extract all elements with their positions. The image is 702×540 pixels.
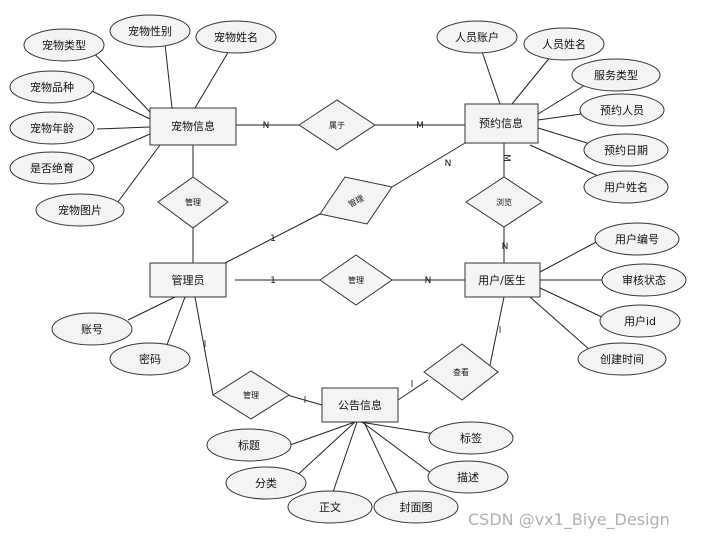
attr-notice-category: 分类 xyxy=(225,466,307,500)
cardinality-labels: N M N 1 M N 1 N l l l l xyxy=(204,121,511,406)
svg-text:审核状态: 审核状态 xyxy=(622,273,666,287)
relation-manage-booking: 管理 xyxy=(319,176,393,225)
attr-booking-account: 人员账户 xyxy=(436,20,518,54)
svg-text:管理员: 管理员 xyxy=(172,273,205,287)
attr-notice-desc: 描述 xyxy=(427,460,509,494)
card-admin-user-n: N xyxy=(425,276,432,286)
attr-pet-image: 宠物图片 xyxy=(35,193,125,227)
svg-text:公告信息: 公告信息 xyxy=(338,398,382,412)
card-booking-view: M xyxy=(501,154,511,162)
card-admin-notice-b: l xyxy=(304,396,307,406)
svg-text:人员账户: 人员账户 xyxy=(455,30,499,44)
attr-notice-tag: 标签 xyxy=(428,421,514,455)
svg-text:宠物姓名: 宠物姓名 xyxy=(214,30,258,44)
attr-pet-gender: 宠物性别 xyxy=(109,14,191,48)
card-belongs-booking: M xyxy=(416,121,424,131)
svg-text:用户id: 用户id xyxy=(624,314,656,328)
svg-text:预约信息: 预约信息 xyxy=(479,116,523,130)
svg-text:宠物性别: 宠物性别 xyxy=(128,24,172,38)
attr-admin-account: 账号 xyxy=(51,312,133,346)
relation-belongs: 属于 xyxy=(298,99,376,151)
svg-text:宠物品种: 宠物品种 xyxy=(30,80,74,94)
card-view-user: N xyxy=(502,242,509,252)
svg-text:正文: 正文 xyxy=(319,500,341,514)
svg-text:账号: 账号 xyxy=(81,323,103,336)
attr-user-created: 创建时间 xyxy=(577,342,667,376)
svg-text:分类: 分类 xyxy=(255,476,277,490)
attr-booking-date: 预约日期 xyxy=(583,133,669,167)
card-notice-user-b: l xyxy=(499,326,502,336)
attr-pet-breed: 宠物品种 xyxy=(9,70,95,104)
attr-user-id: 用户id xyxy=(599,304,681,338)
svg-text:属于: 属于 xyxy=(329,121,345,130)
svg-text:密码: 密码 xyxy=(139,352,161,366)
svg-text:标签: 标签 xyxy=(460,431,482,445)
svg-text:查看: 查看 xyxy=(453,367,469,377)
attr-pet-type: 宠物类型 xyxy=(23,28,105,62)
svg-text:封面图: 封面图 xyxy=(400,500,433,514)
card-booking-admin-n: N xyxy=(445,159,452,169)
entity-pet: 宠物信息 xyxy=(149,107,237,146)
attr-booking-staff-name: 人员姓名 xyxy=(523,27,605,61)
relation-manage-notice: 管理 xyxy=(212,370,290,420)
attr-pet-name: 宠物姓名 xyxy=(195,20,277,54)
card-notice-user-a: l xyxy=(411,380,414,390)
svg-text:描述: 描述 xyxy=(457,470,479,484)
relation-manage-user: 管理 xyxy=(319,254,393,306)
svg-text:管理: 管理 xyxy=(243,390,259,400)
svg-text:管理: 管理 xyxy=(185,197,201,207)
svg-text:宠物信息: 宠物信息 xyxy=(171,119,215,133)
svg-text:服务类型: 服务类型 xyxy=(594,68,638,82)
svg-text:用户姓名: 用户姓名 xyxy=(604,180,648,194)
svg-text:预约日期: 预约日期 xyxy=(604,144,648,157)
svg-text:用户/医生: 用户/医生 xyxy=(478,273,526,287)
relation-manage-pet: 管理 xyxy=(157,176,229,229)
attr-notice-body: 正文 xyxy=(287,490,373,524)
relation-check: 查看 xyxy=(423,343,499,401)
svg-text:宠物年龄: 宠物年龄 xyxy=(30,121,74,135)
attr-pet-age: 宠物年龄 xyxy=(9,111,95,145)
svg-text:管理: 管理 xyxy=(348,275,364,285)
entity-user: 用户/医生 xyxy=(464,262,541,298)
attr-admin-password: 密码 xyxy=(109,342,191,376)
attr-booking-person: 预约人员 xyxy=(579,93,665,127)
attr-user-number: 用户编号 xyxy=(594,222,680,256)
svg-text:浏览: 浏览 xyxy=(496,197,512,207)
entity-admin: 管理员 xyxy=(149,262,227,298)
card-admin-user-1: 1 xyxy=(270,276,276,286)
svg-text:宠物类型: 宠物类型 xyxy=(42,38,86,52)
entity-booking: 预约信息 xyxy=(464,103,539,144)
attr-pet-neutered: 是否绝育 xyxy=(9,151,95,185)
svg-text:标题: 标题 xyxy=(238,438,260,452)
svg-text:创建时间: 创建时间 xyxy=(600,352,644,366)
attr-notice-title: 标题 xyxy=(206,428,292,462)
card-admin-notice-a: l xyxy=(204,340,207,350)
attr-booking-user-name: 用户姓名 xyxy=(583,170,669,204)
relation-view: 浏览 xyxy=(465,176,543,228)
attr-booking-service: 服务类型 xyxy=(571,58,661,92)
card-pet-belongs: N xyxy=(263,121,270,131)
attr-user-audit: 审核状态 xyxy=(601,263,687,297)
svg-text:人员姓名: 人员姓名 xyxy=(542,37,586,51)
svg-text:预约人员: 预约人员 xyxy=(600,104,644,117)
card-booking-admin-1: 1 xyxy=(270,234,276,244)
watermark: CSDN @vx1_Biye_Design xyxy=(468,510,670,530)
attr-notice-cover: 封面图 xyxy=(373,490,459,524)
entity-notice: 公告信息 xyxy=(321,387,399,423)
svg-text:宠物图片: 宠物图片 xyxy=(58,203,102,217)
svg-text:是否绝育: 是否绝育 xyxy=(30,161,74,175)
svg-text:用户编号: 用户编号 xyxy=(615,232,659,246)
